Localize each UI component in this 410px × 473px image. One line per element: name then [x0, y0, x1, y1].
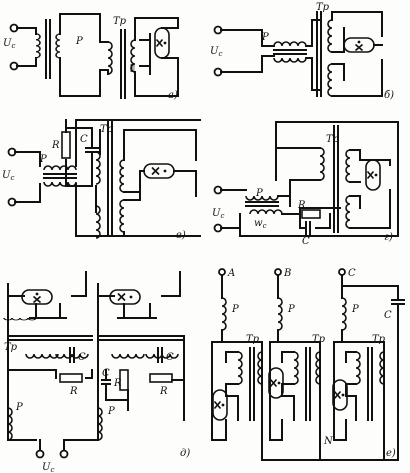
- panel-v-source-label: Uc: [2, 170, 14, 182]
- panel-d-choke-label-2: P: [107, 406, 115, 417]
- panel-b-transformer-label: Тр: [316, 2, 330, 13]
- panel-e-tag: е): [386, 448, 396, 459]
- panel-d-transformer-label: Тр: [4, 342, 18, 353]
- panel-d-resistor-label-2: R: [113, 378, 122, 389]
- panel-a-source-label: Uc: [3, 38, 15, 50]
- panel-d-tag: д): [180, 448, 190, 459]
- panel-v-circuit: Uc P R C Тр в): [2, 119, 201, 241]
- panel-v-resistor: [61, 131, 71, 159]
- panel-g-winding-label: wc: [254, 218, 267, 230]
- panel-a-tag: а): [168, 90, 178, 101]
- panel-d-choke-label: P: [15, 402, 23, 413]
- panel-d-resistor-2: [119, 369, 129, 391]
- panel-d-resistor-label-3: R: [159, 386, 168, 397]
- panel-e-transformer-label-A: Тр: [246, 334, 260, 345]
- panel-e-choke-label-B: P: [287, 304, 295, 315]
- panel-d-terminal-right: [59, 449, 69, 459]
- panel-v-tag: в): [176, 230, 186, 241]
- panel-a-transformer-label: Тр: [113, 16, 127, 27]
- panel-b-circuit: Uc P Тр б): [210, 2, 394, 101]
- panel-d-capacitor-label-3: C: [102, 368, 110, 379]
- panel-v-transformer-label: Тр: [100, 124, 114, 135]
- panel-e-transformer-label-B: Тр: [312, 334, 326, 345]
- panel-e-choke-label-C: P: [351, 304, 359, 315]
- panel-g-resistor-label: R: [297, 200, 306, 211]
- panel-b-tag: б): [384, 90, 394, 101]
- panel-e-choke-label-A: P: [231, 304, 239, 315]
- panel-v-choke-label: P: [39, 154, 47, 165]
- panel-g-transformer-label: Тр: [326, 134, 340, 145]
- panel-g-tag: г): [384, 232, 393, 243]
- panel-e-transformer-label-C: Тр: [372, 334, 386, 345]
- panel-e-circuit: A P Тр B P Тр C P C Тр: [211, 268, 405, 461]
- panel-b-source-label: Uc: [210, 46, 222, 58]
- panel-d-capacitor-label-2: C: [166, 352, 174, 363]
- panel-d-circuit: Тр C R P C C R R P Uc д): [3, 271, 190, 473]
- panel-e-phase-B: B: [283, 268, 291, 279]
- panel-d-source-label: Uc: [42, 462, 54, 473]
- panel-e-phase-A: A: [227, 268, 235, 279]
- panel-d-resistor: [59, 373, 83, 383]
- panel-d-capacitor-label: C: [78, 352, 86, 363]
- panel-v-resistor-label: R: [51, 140, 60, 151]
- panel-b-choke-label: P: [261, 32, 269, 43]
- panel-e-capacitor-label: C: [384, 310, 392, 321]
- panel-d-terminal-left: [35, 449, 45, 459]
- panel-g-resistor: [301, 209, 321, 219]
- panel-g-circuit: Тр Uc P wc R C г): [212, 121, 399, 247]
- panel-a-choke-label: P: [75, 36, 83, 47]
- panel-d-resistor-label: R: [69, 386, 78, 397]
- panel-a-circuit: P Тр а) Uc: [3, 13, 179, 101]
- panel-g-capacitor-label: C: [302, 236, 310, 247]
- panel-d-resistor-3: [149, 373, 173, 383]
- panel-e-phase-C: C: [348, 268, 356, 279]
- panel-g-source-label: Uc: [212, 208, 224, 220]
- panel-v-capacitor-label: C: [80, 134, 88, 145]
- panel-e-neutral-label: N: [323, 436, 334, 447]
- panel-g-choke-label: P: [255, 188, 263, 199]
